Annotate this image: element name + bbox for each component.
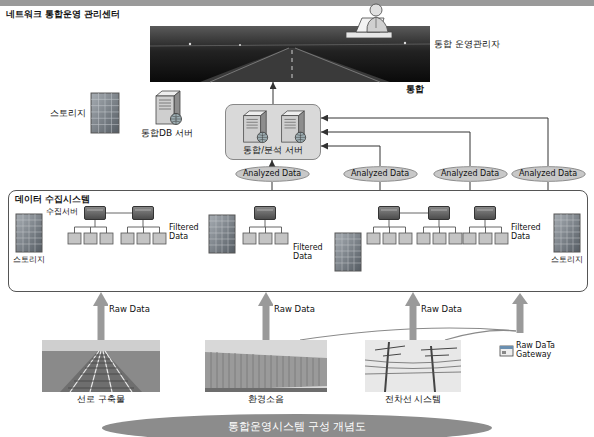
catenary-source: 전차선 시스템 — [365, 340, 461, 392]
caption: 통합운영시스템 구성 개념도 — [97, 420, 497, 433]
node-label: 통합/분석 서버 — [243, 145, 303, 155]
node-label: 전차선 시스템 — [385, 394, 442, 405]
server-picture — [150, 90, 184, 126]
storage-node: 스토리지 — [90, 92, 120, 134]
top-bar — [0, 0, 594, 6]
sensor-nodes — [68, 233, 508, 244]
connector — [548, 182, 549, 190]
node-label: Analyzed Data — [243, 169, 301, 179]
edge-label: Raw Data — [273, 304, 316, 314]
storage-icons — [209, 215, 361, 271]
connector — [273, 82, 274, 104]
gateway-branch — [300, 293, 528, 340]
connector — [272, 160, 273, 166]
edge-label: Raw Data — [420, 304, 463, 314]
data-flow-arrow — [98, 302, 105, 340]
flow-label: Filtered Data — [169, 224, 199, 242]
storage-picture — [90, 92, 120, 134]
node-label: Analyzed Data — [351, 169, 409, 179]
connector — [321, 146, 380, 166]
node-label: 스토리지 — [551, 255, 583, 265]
data-ellipse: Analyzed Data — [433, 166, 508, 182]
connector — [272, 182, 273, 190]
flow-label: Filtered Data — [511, 224, 541, 242]
connector — [470, 182, 471, 190]
operator-label: 통합 운영관리자 — [434, 40, 500, 50]
edge-label: Raw Data — [108, 304, 151, 314]
node-label: 선로 구축물 — [77, 394, 125, 405]
data-ellipse: Analyzed Data — [343, 166, 418, 182]
noise-source: 환경소음 — [205, 340, 327, 392]
server-pair-picture — [226, 107, 322, 147]
node-label: Analyzed Data — [441, 169, 499, 179]
connector — [380, 182, 381, 190]
noise-wall-photo — [205, 340, 327, 392]
storage-node: 스토리지 — [553, 213, 581, 253]
ellipse-shape — [433, 167, 507, 182]
ellipse-shape — [511, 167, 585, 182]
node-label: 스토리지 — [13, 255, 45, 265]
node-label: 통합 — [406, 84, 424, 95]
collection-band: 데이터 수집시스템 스토리지 스토리지 — [8, 190, 588, 292]
analysis-server-box: 통합/분석 서버 — [225, 104, 321, 160]
node-label: 환경소음 — [248, 394, 284, 405]
collection-server-icons — [85, 207, 496, 220]
data-ellipse: Analyzed Data — [511, 166, 586, 182]
db-server: 통합DB 서버 — [150, 90, 184, 126]
ellipse-shape — [235, 167, 309, 182]
data-flow-arrow — [410, 302, 417, 340]
node-label: 스토리지 — [50, 108, 86, 119]
flow-label: Filtered Data — [293, 244, 323, 262]
gateway-icon — [500, 346, 513, 356]
track-source: 선로 구축물 — [42, 340, 160, 392]
storage-picture — [553, 213, 581, 253]
monitor-screen: 통합 — [150, 26, 430, 82]
ellipse-shape — [343, 167, 417, 182]
track-photo — [42, 340, 160, 392]
section-title: 네트워크 통합운영 관리센터 — [6, 10, 120, 20]
server-label: 수집서버 — [46, 208, 78, 217]
connector — [321, 118, 548, 166]
legend-text: Raw DaTa Gateway — [516, 341, 574, 359]
data-flow-arrow — [263, 302, 270, 340]
data-ellipse: Analyzed Data — [235, 166, 310, 182]
catenary-photo — [365, 340, 461, 392]
storage-picture — [15, 213, 43, 253]
connector — [321, 132, 470, 166]
node-label: 데이터 수집시스템 — [15, 194, 90, 204]
node-label: Analyzed Data — [519, 169, 577, 179]
monitor-picture — [150, 26, 430, 82]
node-label: 통합DB 서버 — [141, 128, 193, 139]
storage-node: 스토리지 — [15, 213, 43, 253]
